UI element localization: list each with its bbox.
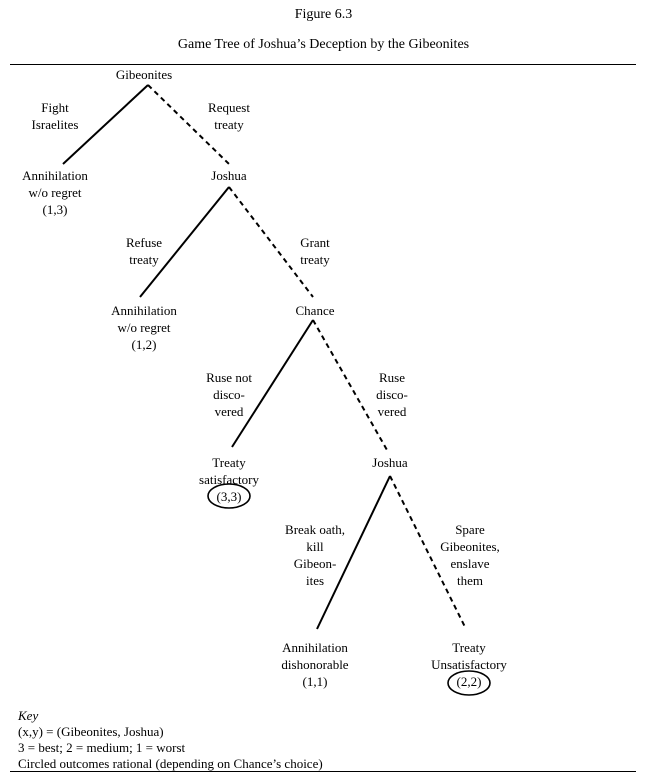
edge-label-ruse-not: Ruse not disco- vered (206, 370, 252, 419)
outcome-annihilation-1-2: Annihilation w/o regret (1,2) (84, 302, 204, 353)
outcome-payoff: (3,3) (216, 489, 242, 504)
outcome-payoff: (1,3) (42, 202, 68, 217)
key-title: Key (18, 708, 39, 723)
outcome-line2: dishonorable (281, 657, 349, 672)
edge-ruse (312, 319, 388, 451)
outcome-annihilation-dishonorable: Annihilation dishonorable (1,1) (255, 639, 375, 690)
outcome-line2: Unsatisfactory (431, 657, 507, 672)
key-line-3: Circled outcomes rational (depending on … (18, 756, 323, 771)
outcome-line2: satisfactory (199, 472, 259, 487)
node-joshua-1: Joshua (211, 168, 247, 183)
edge-ruse-not (231, 319, 314, 448)
edge-refuse (139, 186, 230, 298)
outcome-line2: w/o regret (117, 320, 171, 335)
edge-fight (62, 84, 149, 165)
outcome-payoff: (1,1) (302, 674, 328, 689)
edge-break (316, 475, 391, 630)
edge-label-grant: Grant treaty (300, 235, 330, 267)
edge-label-spare: Spare Gibeonites, enslave them (440, 522, 500, 588)
edge-label-fight: Fight Israelites (31, 100, 79, 132)
outcome-line2: w/o regret (28, 185, 82, 200)
key-line-1: (x,y) = (Gibeonites, Joshua) (18, 724, 164, 739)
outcome-line1: Treaty (452, 640, 486, 655)
circle-outcome-2-2 (447, 670, 491, 696)
edge-label-request: Request treaty (208, 100, 250, 132)
outcome-payoff: (2,2) (456, 674, 482, 689)
key-line-2: 3 = best; 2 = medium; 1 = worst (18, 740, 186, 755)
edge-label-refuse: Refuse treaty (125, 235, 163, 267)
outcome-payoff: (1,2) (131, 337, 157, 352)
top-rule (10, 64, 636, 65)
outcome-line1: Annihilation (282, 640, 348, 655)
edge-label-ruse: Ruse disco- vered (376, 370, 408, 419)
circle-outcome-3-3 (207, 483, 251, 509)
bottom-rule (10, 771, 636, 772)
node-chance: Chance (295, 303, 335, 318)
key-legend: Key (x,y) = (Gibeonites, Joshua) 3 = bes… (18, 708, 323, 772)
node-joshua-2: Joshua (372, 455, 408, 470)
figure-label: Figure 6.3 (294, 7, 353, 22)
edge-label-break: Break oath, kill Gibeon- ites (285, 522, 345, 588)
outcome-treaty-satisfactory: Treaty satisfactory (3,3) (169, 454, 289, 505)
outcome-annihilation-1-3: Annihilation w/o regret (1,3) (0, 167, 115, 218)
node-gibeonites: Gibeonites (115, 67, 173, 82)
edge-request (147, 84, 230, 165)
outcome-treaty-unsatisfactory: Treaty Unsatisfactory (2,2) (409, 639, 529, 690)
edge-spare (389, 475, 467, 630)
outcome-line1: Annihilation (111, 303, 177, 318)
figure-title: Game Tree of Joshua’s Deception by the G… (177, 37, 470, 52)
outcome-line1: Annihilation (22, 168, 88, 183)
outcome-line1: Treaty (212, 455, 246, 470)
